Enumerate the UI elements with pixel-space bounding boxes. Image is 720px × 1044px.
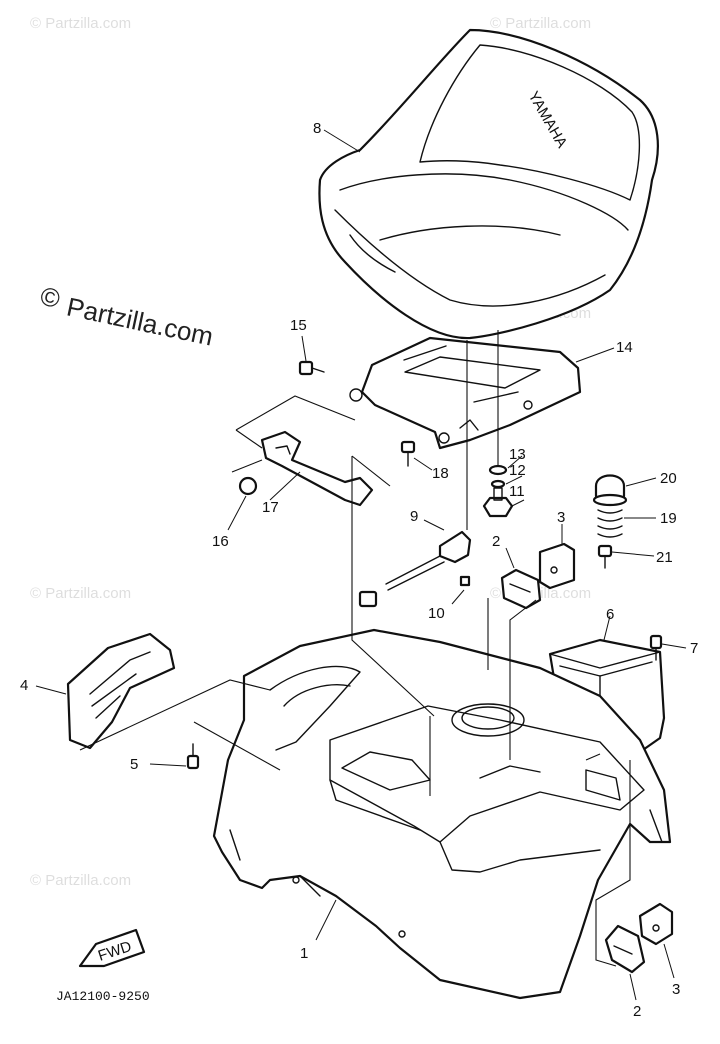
callout-13: 13: [509, 446, 526, 463]
callout-2-lower: 2: [633, 1003, 641, 1020]
part-bolt-15: [298, 335, 325, 376]
callout-7: 7: [690, 640, 698, 657]
callout-15: 15: [290, 317, 307, 334]
callout-12: 12: [509, 462, 526, 479]
callout-19: 19: [660, 510, 677, 527]
callout-1: 1: [300, 945, 308, 962]
callout-6: 6: [606, 606, 614, 623]
part-seat-bracket: [349, 336, 582, 450]
callout-3-lower: 3: [672, 981, 680, 998]
drawing-code: JA12100-9250: [56, 989, 150, 1004]
callout-10: 10: [428, 605, 445, 622]
watermark-faint: © Partzilla.com: [490, 15, 591, 32]
part-cap-spring: [592, 474, 657, 569]
callout-14: 14: [616, 339, 633, 356]
assembly-guides: [79, 455, 631, 967]
callout-17: 17: [262, 499, 279, 516]
part-pad-lower: [638, 902, 675, 979]
callout-5: 5: [130, 756, 138, 773]
callout-labels: 8 14 15 13 12 11 18 17 16 9 10 2 3 20 19…: [20, 120, 698, 1020]
part-bolt-18: [400, 440, 433, 471]
part-latch-arm: [231, 395, 374, 507]
part-nut-16: [227, 476, 258, 531]
main-watermark: © Partzilla.com: [38, 281, 216, 352]
part-bolt-5: [149, 743, 200, 770]
callout-3-upper: 3: [557, 509, 565, 526]
part-seat: YAMAHA: [318, 28, 659, 340]
callout-8: 8: [313, 120, 321, 137]
part-bolt-7: [649, 634, 687, 661]
watermark-faint: © Partzilla.com: [30, 15, 131, 32]
copyright-symbol: ©: [38, 281, 63, 314]
callout-20: 20: [660, 470, 677, 487]
fwd-arrow-icon: FWD: [78, 928, 146, 968]
part-side-cover: [35, 632, 176, 750]
callout-4: 4: [20, 677, 28, 694]
part-damper-upper: [500, 547, 542, 610]
callout-2-upper: 2: [492, 533, 500, 550]
part-damper-lower: [604, 924, 646, 1001]
callout-21: 21: [656, 549, 673, 566]
part-pad-upper: [538, 524, 576, 590]
part-rear-fender: [212, 628, 672, 1000]
watermark-faint: © Partzilla.com: [30, 872, 131, 889]
callout-16: 16: [212, 533, 229, 550]
watermark-faint: © Partzilla.com: [30, 585, 131, 602]
watermark-main-text: Partzilla.com: [64, 291, 216, 351]
part-lock-lever: [358, 340, 472, 608]
callout-18: 18: [432, 465, 449, 482]
part-washer-stack: [482, 330, 525, 518]
part-bolt-10: [451, 575, 471, 605]
callout-9: 9: [410, 508, 418, 525]
callout-11: 11: [509, 483, 525, 500]
